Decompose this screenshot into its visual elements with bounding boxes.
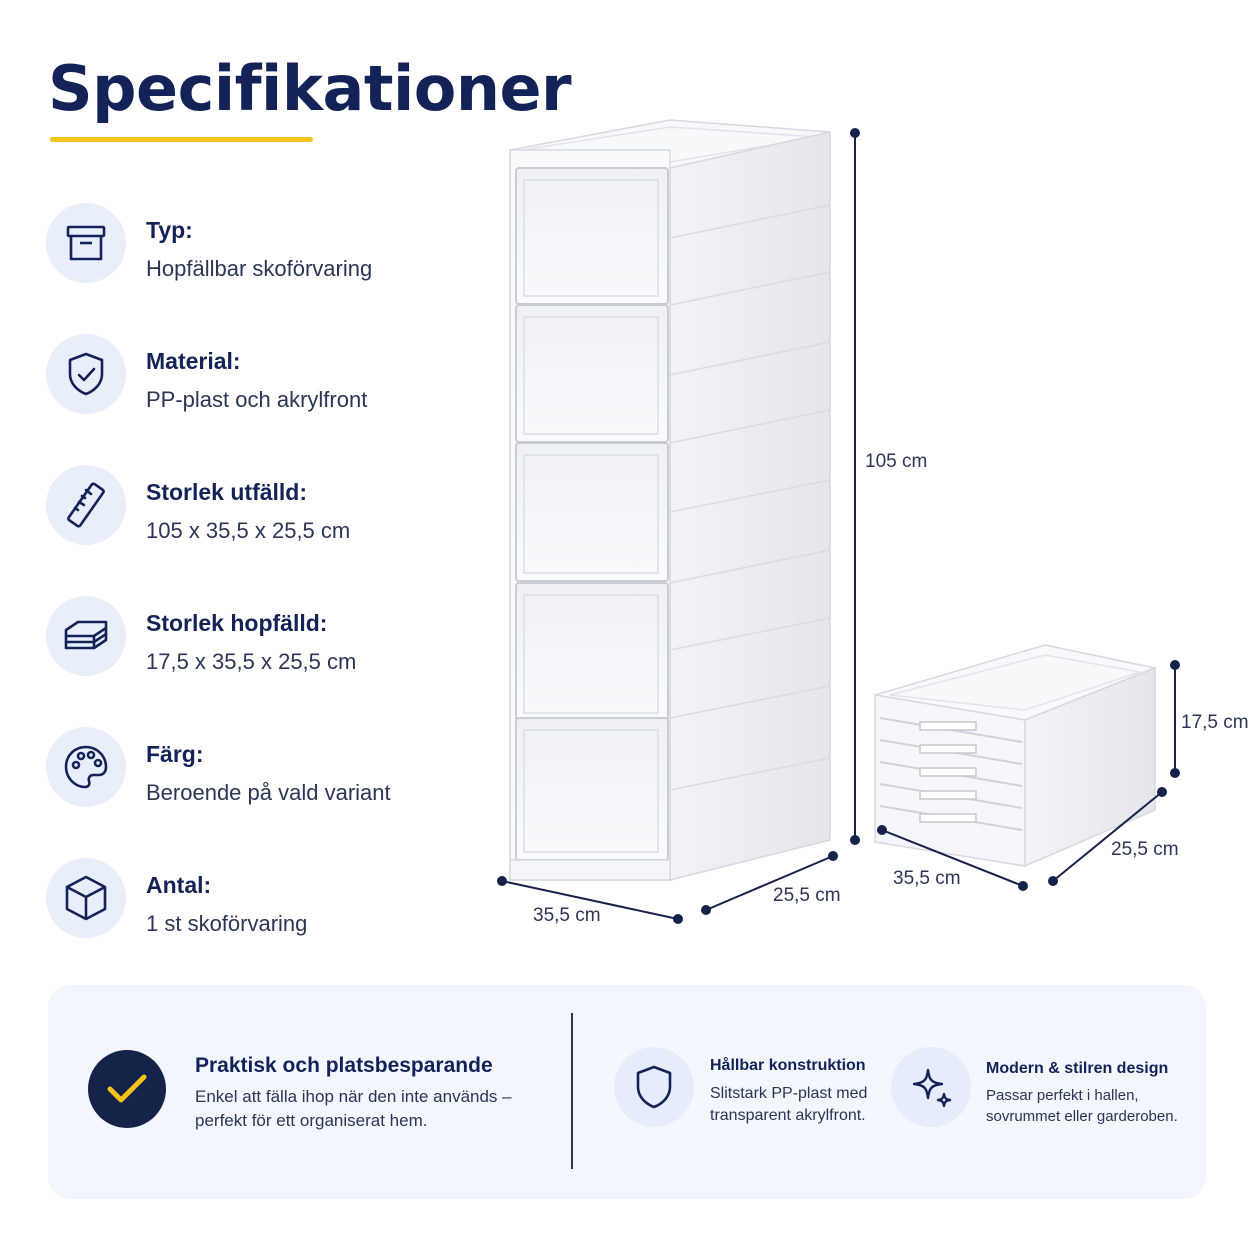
- page-title: Specifikationer: [48, 52, 572, 125]
- spec-label: Färg:: [146, 741, 204, 767]
- spec-label: Storlek utfälld:: [146, 479, 308, 505]
- features-card: Praktisk och platsbesparande Enkel att f…: [48, 985, 1206, 1199]
- feature-main-desc-line2: perfekt för ett organiserat hem.: [195, 1110, 428, 1130]
- title-underline: [50, 137, 313, 142]
- shield-check-icon: [46, 334, 126, 414]
- unfolded-cabinet: [509, 119, 831, 881]
- spec-item-size-folded: Storlek hopfälld: 17,5 x 35,5 x 25,5 cm: [46, 596, 466, 727]
- feature-modern-desc-line2: sovrummet eller garderoben.: [986, 1108, 1178, 1125]
- dimension-lines: [497, 128, 1180, 924]
- shield-icon: [614, 1047, 694, 1127]
- feature-durable-desc-line1: Slitstark PP-plast med: [710, 1085, 868, 1102]
- spec-value: Hopfällbar skoförvaring: [146, 256, 373, 281]
- folded-depth-label: 25,5 cm: [1111, 839, 1179, 860]
- spec-value: Beroende på vald variant: [146, 780, 391, 805]
- feature-durable-desc-line2: transparent akrylfront.: [710, 1107, 866, 1125]
- spec-label: Antal:: [146, 872, 212, 898]
- feature-modern-title: Modern & stilren design: [986, 1060, 1169, 1077]
- unfolded-depth-label: 25,5 cm: [773, 885, 841, 906]
- spec-label: Typ:: [146, 217, 193, 243]
- folded-width-label: 35,5 cm: [893, 868, 961, 889]
- cube-icon: [46, 858, 126, 938]
- spec-item-type: Typ: Hopfällbar skoförvaring: [46, 203, 466, 334]
- feature-main-desc: Enkel att fälla ihop när den inte använd…: [195, 1085, 512, 1133]
- spec-label: Storlek hopfälld:: [146, 610, 328, 636]
- feature-divider: [571, 1013, 573, 1169]
- feature-main-desc-line1: Enkel att fälla ihop när den inte använd…: [195, 1087, 512, 1106]
- palette-icon: [46, 727, 126, 807]
- spec-value: PP-plast och akrylfront: [146, 387, 368, 412]
- spec-item-size-unfolded: Storlek utfälld: 105 x 35,5 x 25,5 cm: [46, 465, 466, 596]
- spec-label: Material:: [146, 348, 241, 374]
- feature-main-title: Praktisk och platsbesparande: [195, 1054, 493, 1077]
- spec-value: 17,5 x 35,5 x 25,5 cm: [146, 649, 357, 674]
- feature-durable-title: Hållbar konstruktion: [710, 1057, 866, 1074]
- spec-value: 105 x 35,5 x 25,5 cm: [146, 518, 351, 543]
- folded-height-label: 17,5 cm: [1181, 712, 1249, 733]
- spec-item-quantity: Antal: 1 st skoförvaring: [46, 858, 466, 989]
- unfolded-height-label: 105 cm: [865, 451, 928, 472]
- spec-list: Typ: Hopfällbar skoförvaring Material: P…: [46, 203, 466, 989]
- box-icon: [46, 203, 126, 283]
- unfolded-width-label: 35,5 cm: [533, 905, 601, 926]
- sparkle-icon: [891, 1047, 971, 1127]
- feature-durable-desc: Slitstark PP-plast med transparent akryl…: [710, 1083, 867, 1128]
- folded-unit: [874, 644, 1158, 868]
- folded-stack-icon: [46, 596, 126, 676]
- spec-item-color: Färg: Beroende på vald variant: [46, 727, 466, 858]
- feature-modern-desc: Passar perfekt i hallen, sovrummet eller…: [986, 1085, 1178, 1127]
- ruler-icon: [46, 465, 126, 545]
- spec-value: 1 st skoförvaring: [146, 911, 308, 936]
- checkmark-icon: [88, 1050, 166, 1128]
- feature-modern-desc-line1: Passar perfekt i hallen,: [986, 1087, 1139, 1104]
- spec-item-material: Material: PP-plast och akrylfront: [46, 334, 466, 465]
